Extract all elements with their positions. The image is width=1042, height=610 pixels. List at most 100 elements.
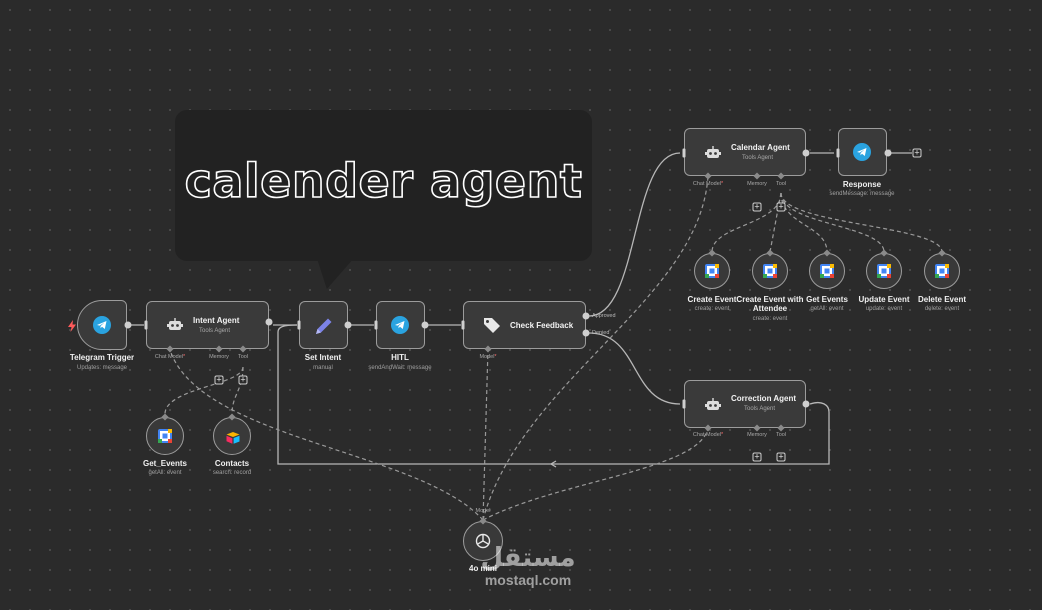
model-port-label: Model [475, 508, 491, 514]
tool-label: Tool [775, 181, 787, 187]
calendar-agent-title: Calendar Agent [731, 143, 790, 152]
output-port[interactable] [124, 321, 132, 329]
create-event-title: Create Event [687, 295, 737, 304]
calendar-agent-node[interactable]: Calendar Agent Tools Agent [684, 128, 806, 176]
watermark: مستقل mostaql.com [468, 545, 588, 588]
robot-icon [705, 398, 721, 411]
set-intent-node[interactable] [299, 301, 348, 349]
robot-icon [167, 318, 183, 331]
hitl-title: HITL [391, 353, 409, 362]
edge-cal-tool-4 [780, 192, 885, 253]
delete-event-subtitle: delete: event [924, 306, 960, 312]
chat-model-label: Chat Model [693, 432, 723, 438]
memory-label: Memory [209, 354, 229, 360]
add-tool-button[interactable]: + [238, 374, 248, 385]
pen-icon [313, 315, 335, 337]
input-port[interactable] [144, 320, 148, 330]
bolt-icon [68, 319, 76, 332]
add-memory-button[interactable]: + [752, 201, 762, 212]
edge-model-intent [169, 349, 484, 521]
openai-icon [474, 532, 492, 550]
intent-agent-subtitle: Tools Agent [199, 328, 231, 334]
tool-label: Tool [775, 432, 787, 438]
create-event-node[interactable] [694, 253, 730, 289]
get-events-intent-title: Get_Events [142, 459, 188, 468]
memory-label: Memory [747, 432, 767, 438]
update-event-subtitle: update: event [865, 306, 903, 312]
delete-event-node[interactable] [924, 253, 960, 289]
response-node[interactable] [838, 128, 887, 176]
add-memory-button[interactable]: + [752, 451, 762, 462]
contacts-subtitle: search: record [212, 470, 252, 476]
response-title: Response [842, 180, 882, 189]
create-event-attendee-node[interactable] [752, 253, 788, 289]
telegram-icon [391, 316, 409, 334]
get-events-node[interactable] [809, 253, 845, 289]
get-events-intent-subtitle: getAll: event [148, 470, 182, 476]
edge-approved-calendar [588, 152, 681, 317]
input-port[interactable] [297, 320, 301, 330]
google-calendar-icon [158, 429, 172, 443]
google-calendar-icon [820, 264, 834, 278]
add-node-button[interactable]: + [912, 147, 922, 158]
get-events-intent-node[interactable] [146, 417, 184, 455]
contacts-title: Contacts [214, 459, 250, 468]
input-port[interactable] [374, 320, 378, 330]
add-tool-button[interactable]: + [776, 201, 786, 212]
edge-intent-tool-getevents [164, 366, 244, 415]
tool-label: Tool [237, 354, 249, 360]
chat-model-label: Chat Model [155, 354, 185, 360]
check-feedback-title: Check Feedback [510, 321, 574, 330]
intent-agent-title: Intent Agent [193, 316, 240, 325]
check-feedback-node[interactable]: Check Feedback [463, 301, 586, 349]
hitl-node[interactable] [376, 301, 425, 349]
calendar-agent-subtitle: Tools Agent [742, 155, 774, 161]
update-event-node[interactable] [866, 253, 902, 289]
hitl-subtitle: sendAndWait: message [368, 365, 432, 371]
telegram-trigger-node[interactable] [77, 300, 127, 350]
robot-icon [705, 146, 721, 159]
output-port[interactable] [265, 318, 273, 326]
add-tool-button[interactable]: + [776, 451, 786, 462]
google-calendar-icon [763, 264, 777, 278]
output-port[interactable] [344, 321, 352, 329]
edge-model-check [482, 348, 489, 521]
correction-agent-subtitle: Tools Agent [744, 406, 776, 412]
output-port[interactable] [884, 149, 892, 157]
get-events-title: Get Events [806, 295, 848, 304]
watermark-arabic: مستقل [480, 543, 576, 573]
contacts-node[interactable] [213, 417, 251, 455]
approved-output-port[interactable] [582, 312, 590, 320]
sticky-note[interactable]: calender agent [175, 110, 592, 261]
telegram-icon [853, 143, 871, 161]
edge-correction-loop [277, 324, 830, 465]
output-port[interactable] [802, 149, 810, 157]
correction-agent-title: Correction Agent [731, 394, 797, 403]
watermark-latin: mostaql.com [484, 572, 572, 588]
denied-label: Denied [592, 330, 610, 336]
get-events-subtitle: getAll: event [810, 306, 844, 312]
input-port[interactable] [461, 320, 465, 330]
input-port[interactable] [836, 148, 840, 158]
delete-event-title: Delete Event [917, 295, 967, 304]
intent-agent-node[interactable]: Intent Agent Tools Agent [146, 301, 269, 349]
edge-cal-tool-1 [711, 192, 782, 253]
telegram-icon [93, 316, 111, 334]
create-event-subtitle: create: event [694, 306, 730, 312]
telegram-trigger-title: Telegram Trigger [69, 353, 135, 362]
edge-cal-tool-5 [780, 192, 943, 253]
output-port[interactable] [802, 400, 810, 408]
input-port[interactable] [682, 148, 686, 158]
denied-output-port[interactable] [582, 329, 590, 337]
output-port[interactable] [421, 321, 429, 329]
model-label: Model [479, 354, 496, 360]
airtable-icon [226, 431, 240, 444]
add-memory-button[interactable]: + [214, 374, 224, 385]
correction-agent-node[interactable]: Correction Agent Tools Agent [684, 380, 806, 428]
input-port[interactable] [682, 399, 686, 409]
create-event-attendee-subtitle: create: event [752, 316, 788, 322]
chat-model-label: Chat Model [693, 181, 723, 187]
response-subtitle: sendMessage: message [829, 191, 895, 197]
sticky-note-text: calender agent [184, 153, 583, 209]
